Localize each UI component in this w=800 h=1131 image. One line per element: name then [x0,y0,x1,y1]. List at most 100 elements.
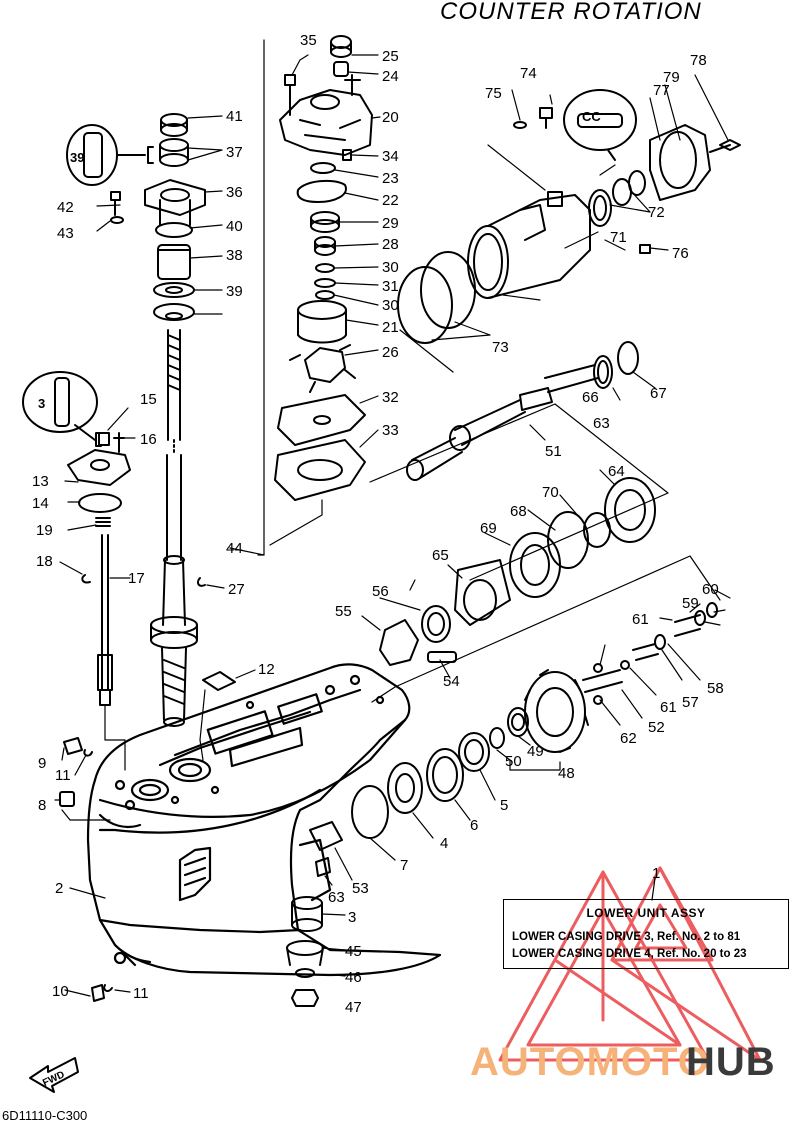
callout-56: 56 [372,583,389,600]
callout-11: 11 [55,767,71,784]
callout-3: 3 [348,909,356,926]
callout-45: 45 [345,943,362,960]
inset-detail-cc [563,89,637,161]
callout-8: 8 [38,797,46,814]
assembly-note-box: LOWER UNIT ASSY LOWER CASING DRIVE 3, Re… [503,899,789,969]
callout-2: 2 [55,880,63,897]
callout-21: 21 [382,319,399,336]
callout-57: 57 [682,694,699,711]
callout-53: 53 [352,880,369,897]
callout-41: 41 [226,108,243,125]
callout-33: 33 [382,422,399,439]
callout-10: 10 [52,983,69,1000]
callout-11: 11 [133,985,149,1002]
lower-pinion-group [286,821,343,1007]
forward-gear [489,669,589,753]
callout-30: 30 [382,297,399,314]
callout-38: 38 [226,247,243,264]
callout-67: 67 [650,385,667,402]
callout-58: 58 [707,680,724,697]
callout-28: 28 [382,236,399,253]
callout-24: 24 [382,68,399,85]
callout-9: 9 [38,755,46,772]
callout-51: 51 [545,443,562,460]
bearing-row [351,732,490,839]
inset-marks: 39 3 CC [38,109,601,411]
inset-mark-3: 3 [38,396,45,411]
callout-31: 31 [382,278,399,295]
callout-75: 75 [485,85,502,102]
callout-30: 30 [382,259,399,276]
propeller-shaft [406,341,639,481]
callout-15: 15 [140,391,157,408]
propeller-shaft-housing [397,107,741,344]
upper-bearing-stack [144,113,206,321]
callout-16: 16 [140,431,157,448]
callout-77: 77 [653,82,670,99]
callout-68: 68 [510,503,527,520]
callout-6: 6 [470,817,478,834]
shift-group [582,602,718,705]
callout-65: 65 [432,547,449,564]
callout-63: 63 [328,889,345,906]
lower-casing [86,663,442,977]
callout-23: 23 [382,170,399,187]
callout-62: 62 [620,730,637,747]
callout-73: 73 [492,339,509,356]
callout-55: 55 [335,603,352,620]
callout-39: 39 [226,283,243,300]
callout-74: 74 [520,65,537,82]
callout-64: 64 [608,463,625,480]
small-fasteners [59,191,124,1002]
callout-47: 47 [345,999,362,1016]
rear-gear-group [379,477,656,666]
callout-61: 61 [632,611,649,628]
callout-52: 52 [648,719,665,736]
callout-7: 7 [400,857,408,874]
page-title: COUNTER ROTATION [440,0,702,25]
callout-27: 27 [228,581,245,598]
callout-43: 43 [57,225,74,242]
callout-14: 14 [32,495,49,512]
callout-19: 19 [36,522,53,539]
callout-48: 48 [558,765,575,782]
callout-71: 71 [610,229,627,246]
callout-22: 22 [382,192,399,209]
callout-13: 13 [32,473,49,490]
diagram-code: 6D11110-C300 [2,1108,88,1123]
watermark-text-part1: AUTOMOTO [470,1040,710,1084]
callout-49: 49 [527,743,544,760]
callout-26: 26 [382,344,399,361]
callout-4: 4 [440,835,448,852]
callout-18: 18 [36,553,53,570]
callout-32: 32 [382,389,399,406]
callout-69: 69 [480,520,497,537]
callout-61: 61 [660,699,677,716]
assembly-note-title: LOWER UNIT ASSY [586,906,706,920]
callout-5: 5 [500,797,508,814]
callout-54: 54 [443,673,460,690]
callout-37: 37 [226,144,243,161]
callout-72: 72 [648,204,665,221]
watermark-text-part2: HUB [686,1040,776,1084]
inset-mark-39: 39 [70,150,84,165]
inset-mark-cc: CC [582,109,601,124]
callout-70: 70 [542,484,559,501]
callout-35: 35 [300,32,317,49]
callout-numbers: 1234567891011111213141516171819202122232… [32,32,724,1016]
callout-12: 12 [258,661,275,678]
inset-detail-37 [66,124,154,186]
tube-retainer [67,432,131,706]
plate-and-key [196,577,236,691]
callout-79: 79 [663,69,680,86]
callout-17: 17 [128,570,145,587]
watermark-triangle-icon [498,866,762,1062]
callout-40: 40 [226,218,243,235]
water-pump-assembly [274,35,373,501]
callout-60: 60 [702,581,719,598]
callout-59: 59 [682,595,699,612]
inset-detail-3 [22,371,102,447]
callout-42: 42 [57,199,74,216]
